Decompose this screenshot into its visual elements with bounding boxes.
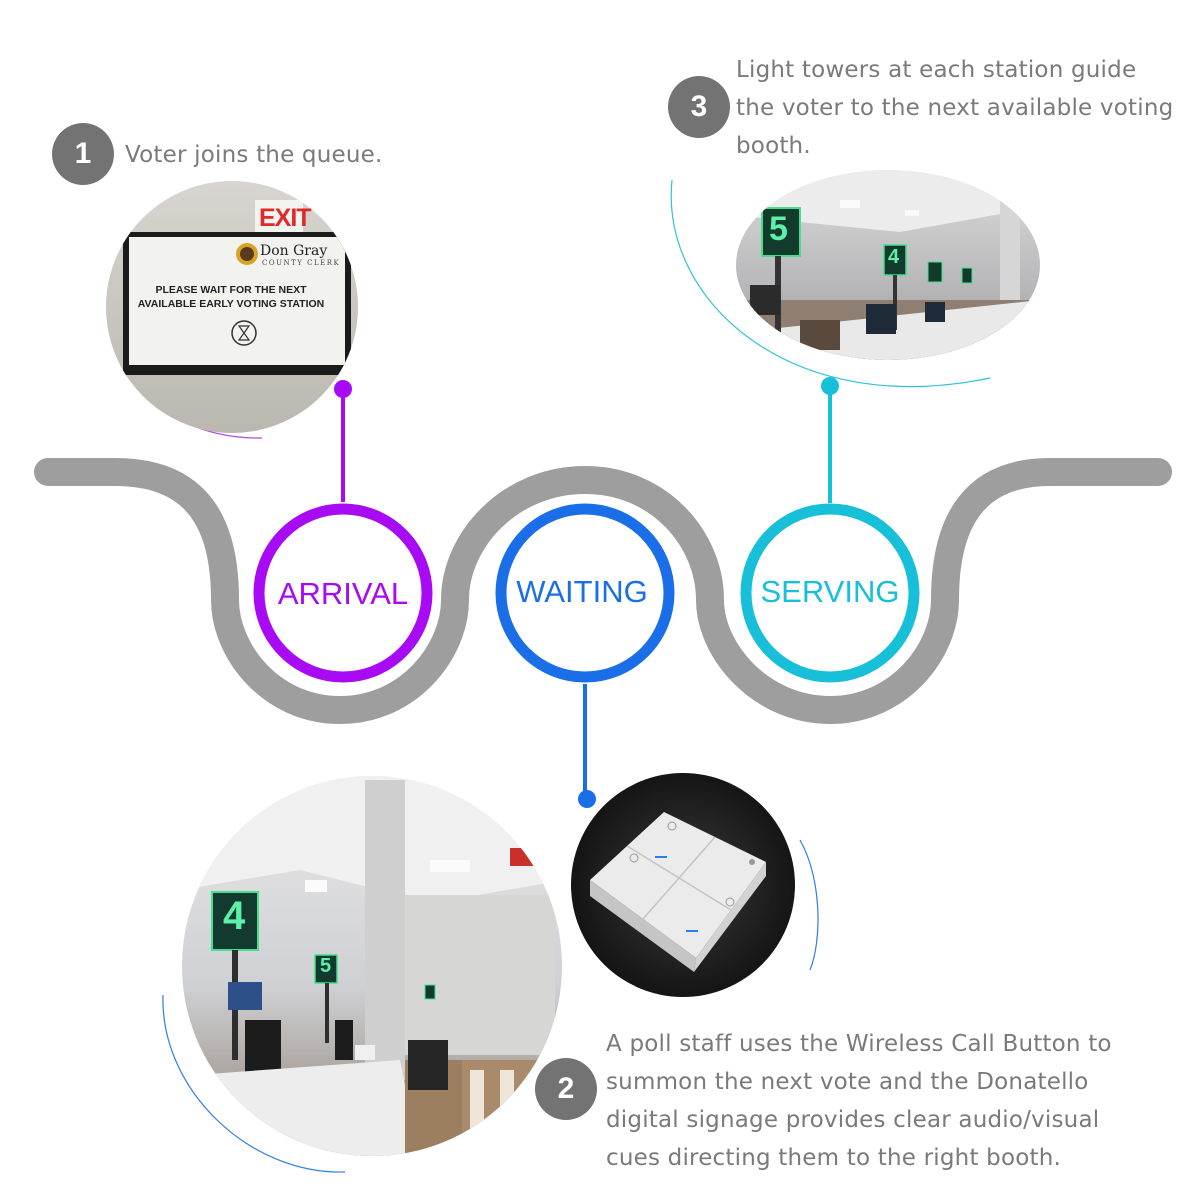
room-station-number-5: 5 xyxy=(320,955,332,977)
arc-photo-3 xyxy=(670,179,991,388)
exit-sign: EXIT xyxy=(259,204,312,232)
waiting-connector xyxy=(578,684,596,808)
step-3-line: booth. xyxy=(736,133,811,159)
step-3-badge: 3 xyxy=(668,76,730,138)
light-towers-photo xyxy=(736,170,1040,360)
serving-stage-label: SERVING xyxy=(760,574,900,609)
serving-connector xyxy=(821,377,839,503)
waiting-stage-ring xyxy=(495,503,675,683)
waiting-stage-label: WAITING xyxy=(516,574,648,609)
room-station-number-4: 4 xyxy=(223,894,246,938)
step-1-description: Voter joins the queue. xyxy=(125,136,383,174)
step-2-badge: 2 xyxy=(535,1058,597,1120)
step-2-line: A poll staff uses the Wireless Call Butt… xyxy=(606,1031,1112,1057)
step-2-description: A poll staff uses the Wireless Call Butt… xyxy=(606,1025,1112,1177)
step-2-line: summon the next vote and the Donatello xyxy=(606,1069,1089,1095)
arrival-stage-label: ARRIVAL xyxy=(277,576,409,611)
step-1-badge: 1 xyxy=(52,123,114,185)
journey-track xyxy=(34,458,1172,724)
signage-brand-subtitle: COUNTY CLERK xyxy=(262,259,341,267)
signage-brand: Don Gray xyxy=(260,243,328,259)
signage-message: PLEASE WAIT FOR THE NEXT AVAILABLE EARLY… xyxy=(137,284,325,310)
serving-stage-ring xyxy=(740,503,920,683)
arrival-stage-ring xyxy=(253,503,433,683)
step-3-line: Light towers at each station guide xyxy=(736,57,1137,83)
signage-photo xyxy=(106,181,358,433)
step-2-line: cues directing them to the right booth. xyxy=(606,1145,1062,1171)
station-number-5: 5 xyxy=(769,210,788,248)
station-number-4: 4 xyxy=(888,246,900,268)
step-3-line: the voter to the next available voting xyxy=(736,95,1174,121)
step-3-description: Light towers at each station guide the v… xyxy=(736,51,1173,165)
step-1-line: Voter joins the queue. xyxy=(125,142,383,168)
step-2-line: digital signage provides clear audio/vis… xyxy=(606,1107,1100,1133)
arc-photo-2 xyxy=(162,994,346,1173)
call-button-photo xyxy=(571,773,795,997)
arc-button-photo xyxy=(799,839,819,971)
arrival-connector xyxy=(334,380,352,502)
voting-room-photo xyxy=(182,776,562,1156)
